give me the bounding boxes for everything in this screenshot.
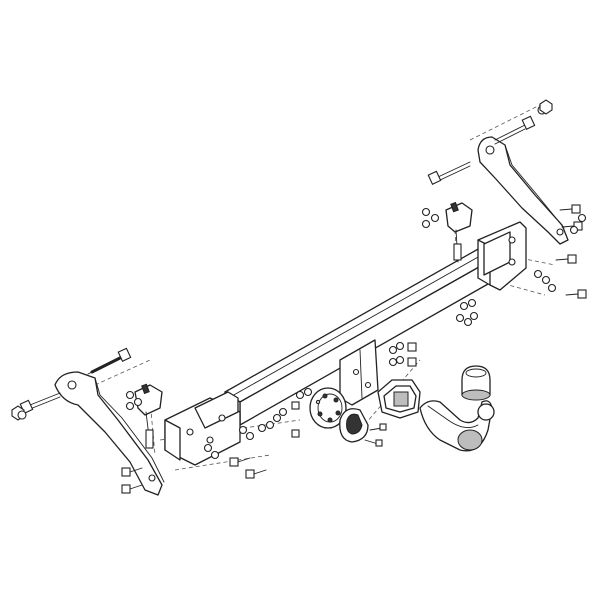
socket-cover (339, 408, 387, 447)
nut-left-2 (17, 410, 27, 420)
long-bolt-left-lower (19, 392, 61, 414)
washer (133, 397, 143, 407)
washer (257, 423, 267, 433)
washer (577, 213, 587, 223)
center-mounting-plate (339, 339, 379, 406)
washer (238, 425, 248, 435)
washer (210, 450, 220, 460)
washer (203, 443, 213, 453)
washer (395, 341, 405, 351)
washer (388, 345, 398, 355)
washer (303, 387, 313, 397)
washer (278, 407, 288, 417)
washer (245, 431, 255, 441)
electrical-socket (309, 387, 347, 429)
tow-ball-neck (419, 400, 495, 452)
long-bolt-right-upper (494, 115, 536, 145)
washer (469, 311, 479, 321)
long-bolt-left (87, 347, 132, 375)
left-clamp (134, 383, 163, 449)
left-mounting-plate (164, 391, 241, 466)
washer (125, 390, 135, 400)
ball-housing (377, 379, 421, 419)
washer (395, 355, 405, 365)
washer (541, 275, 551, 285)
washer (430, 213, 440, 223)
washer (125, 401, 135, 411)
washer (547, 283, 557, 293)
nut (539, 99, 553, 115)
washer (421, 219, 431, 229)
washer (295, 390, 305, 400)
washer (467, 298, 477, 308)
ball-cap (461, 365, 491, 401)
bolts (19, 115, 587, 494)
left-side-bracket (54, 371, 165, 496)
washer (272, 413, 282, 423)
right-clamp (445, 201, 473, 263)
short-bolt-group (121, 204, 587, 494)
washer (459, 301, 469, 311)
washer (265, 420, 275, 430)
washer (463, 317, 473, 327)
right-side-bracket (477, 136, 569, 245)
washer (455, 313, 465, 323)
long-bolt-right (427, 161, 471, 185)
right-mounting-plate (477, 221, 527, 291)
washer (533, 269, 543, 279)
washer (388, 357, 398, 367)
washer (569, 225, 579, 235)
washer (421, 207, 431, 217)
nuts (11, 99, 587, 460)
